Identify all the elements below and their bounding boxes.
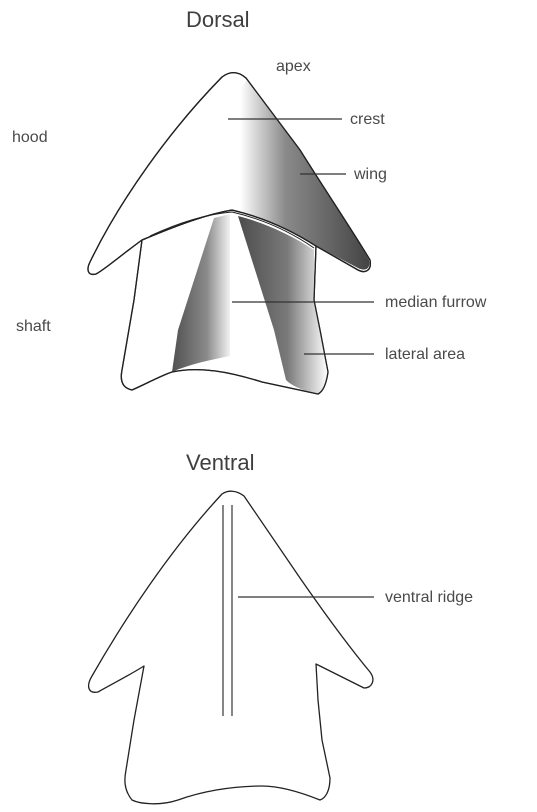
shaft-label: shaft xyxy=(16,318,51,335)
wing-label: wing xyxy=(353,166,387,183)
median-furrow-label: median furrow xyxy=(385,294,487,311)
dorsal-heading: Dorsal xyxy=(186,7,250,32)
dorsal-view: Dorsal apex hood crest wing shaft median… xyxy=(12,7,487,394)
crest-label: crest xyxy=(350,111,385,128)
ventral-view: Ventral ventral ridge xyxy=(89,450,474,804)
ventral-ridge-label: ventral ridge xyxy=(385,589,473,606)
hood-label: hood xyxy=(12,129,48,146)
ventral-tooth-outline xyxy=(89,491,373,804)
lateral-area-label: lateral area xyxy=(385,346,465,363)
apex-label: apex xyxy=(276,58,311,75)
ventral-heading: Ventral xyxy=(186,450,255,475)
